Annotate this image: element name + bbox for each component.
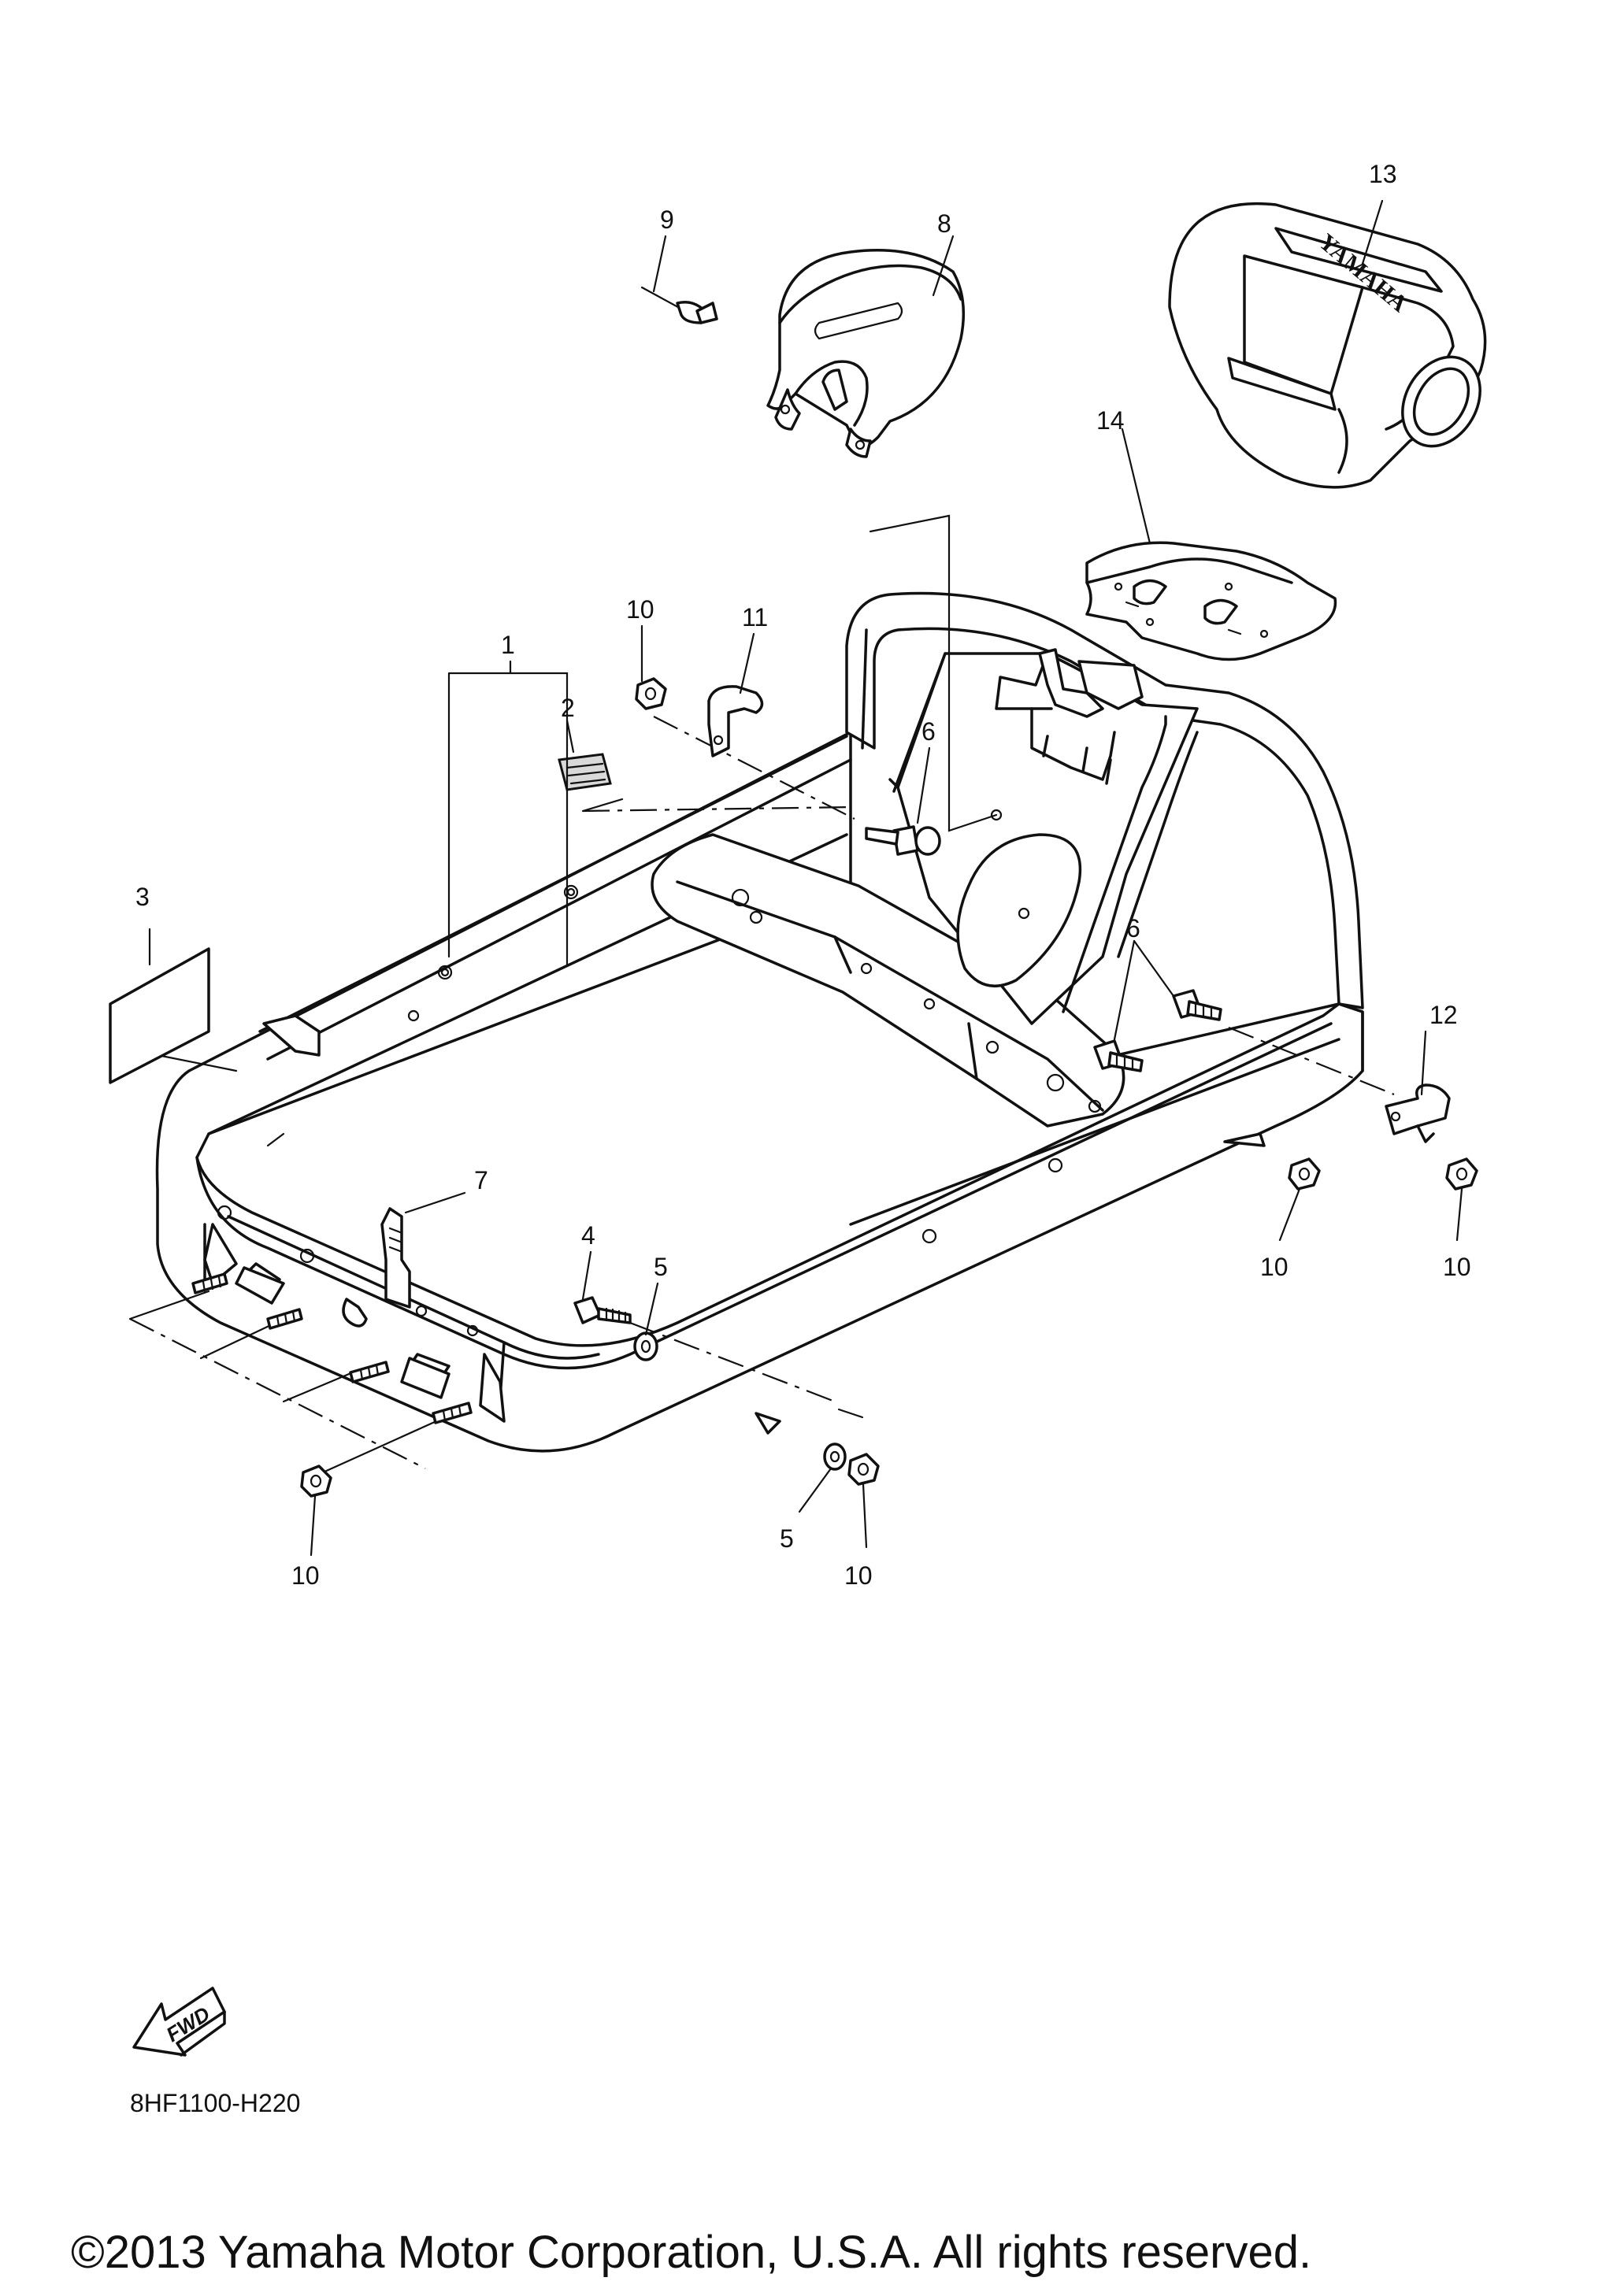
nut-part-10c bbox=[1445, 1157, 1478, 1191]
bolt-part-6b bbox=[1172, 989, 1222, 1021]
clip-part-7 bbox=[380, 1207, 411, 1309]
bracket-part-11 bbox=[707, 685, 764, 757]
stud-bolts bbox=[191, 1272, 473, 1424]
cover-part-8 bbox=[766, 249, 966, 458]
callout-12: 12 bbox=[1429, 1001, 1458, 1029]
callout-5b: 5 bbox=[780, 1524, 794, 1553]
callout-10a: 10 bbox=[626, 595, 654, 624]
callout-10c: 10 bbox=[1443, 1253, 1471, 1281]
cover-part-14 bbox=[1085, 541, 1337, 661]
callout-6b: 6 bbox=[1126, 914, 1140, 942]
callout-7: 7 bbox=[474, 1166, 488, 1194]
nut-part-10e bbox=[847, 1453, 880, 1486]
callout-9: 9 bbox=[660, 206, 674, 234]
fwd-arrow-icon: FWD bbox=[132, 1987, 226, 2057]
diagram-code: 8HF1100-H220 bbox=[130, 2089, 300, 2117]
seat-back-hoop bbox=[845, 591, 1364, 1025]
callout-10d: 10 bbox=[291, 1561, 320, 1590]
clamp-part-12 bbox=[1385, 1083, 1451, 1143]
washer-part-5a bbox=[633, 1331, 658, 1361]
cover-part-13: YAMAHA bbox=[1168, 202, 1487, 489]
callout-5a: 5 bbox=[654, 1253, 668, 1281]
callout-11: 11 bbox=[742, 603, 768, 631]
nut-part-10d bbox=[300, 1465, 332, 1498]
bolt-part-6c bbox=[1093, 1039, 1144, 1072]
rivet-part-9 bbox=[640, 286, 718, 324]
bolt-part-4 bbox=[573, 1296, 632, 1324]
nut-part-10a bbox=[635, 677, 667, 710]
assembly-leader-lines bbox=[128, 514, 1395, 1474]
callout-labels: 1 2 3 4 5 5 6 6 7 8 9 10 10 10 10 10 11 … bbox=[135, 160, 1471, 1590]
callout-10b: 10 bbox=[1260, 1253, 1289, 1281]
copyright-notice: ©2013 Yamaha Motor Corporation, U.S.A. A… bbox=[71, 2227, 1311, 2278]
callout-leaders bbox=[148, 199, 1463, 1557]
callout-10e: 10 bbox=[844, 1561, 873, 1590]
bolt-part-6a bbox=[865, 825, 941, 856]
callout-4: 4 bbox=[581, 1221, 595, 1250]
callout-1: 1 bbox=[501, 631, 515, 659]
callout-3: 3 bbox=[135, 883, 150, 911]
grommet-part-2 bbox=[558, 753, 612, 791]
main-frame bbox=[155, 731, 1364, 1453]
nut-part-10b bbox=[1288, 1157, 1321, 1191]
callout-14: 14 bbox=[1096, 406, 1125, 435]
callout-8: 8 bbox=[937, 209, 951, 238]
hardware bbox=[109, 286, 1478, 1498]
callout-6a: 6 bbox=[921, 717, 936, 746]
callout-13: 13 bbox=[1369, 160, 1397, 188]
decal-part-3 bbox=[109, 947, 210, 1084]
callout-2: 2 bbox=[561, 694, 575, 722]
washer-part-5b bbox=[823, 1442, 847, 1471]
